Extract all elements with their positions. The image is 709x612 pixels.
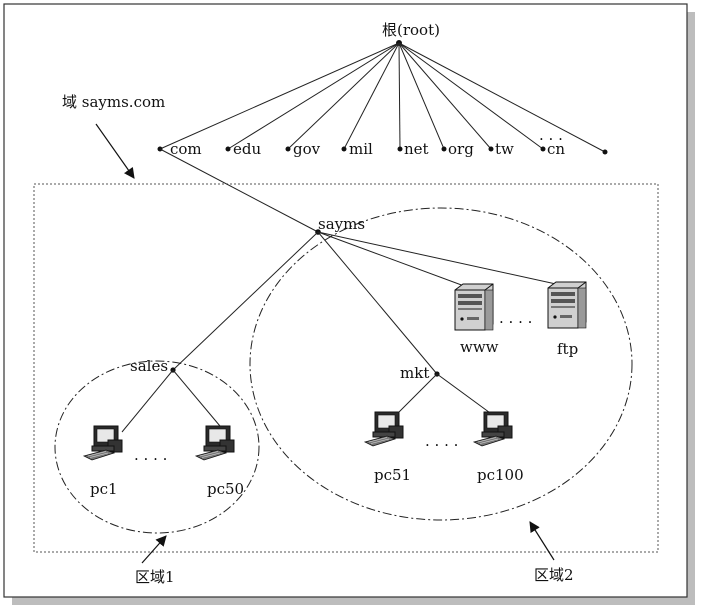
zone2-circle [249, 207, 633, 521]
mkt-pc-ellipsis: . . . . [425, 432, 458, 450]
tld-label-org: org [448, 140, 474, 158]
root-edges [159, 42, 606, 153]
mkt-pc51-edge [392, 373, 438, 419]
mkt-label: mkt [400, 364, 429, 382]
pc51-label: pc51 [374, 466, 411, 484]
sales-label: sales [130, 357, 168, 375]
ftp-server-icon [547, 281, 587, 329]
pc1-label: pc1 [90, 480, 118, 498]
tld-label-cn: cn [547, 140, 565, 158]
tld-ellipsis: . . . [539, 126, 563, 144]
pc50-label: pc50 [207, 480, 244, 498]
domain-arrow [95, 123, 135, 179]
sales-pc-ellipsis: . . . . [134, 446, 167, 464]
domain-boundary [33, 183, 659, 553]
tld-label-mil: mil [349, 140, 373, 158]
tld-label-edu: edu [233, 140, 261, 158]
www-label: www [460, 338, 499, 356]
sayms-edges [172, 231, 566, 375]
tld-label-tw: tw [495, 140, 514, 158]
sayms-label: sayms [318, 215, 365, 233]
sales-pc50-edge [172, 369, 226, 433]
zone2-arrow [529, 521, 555, 561]
com-sayms-edge [159, 148, 319, 233]
zone1-label: 区域1 [135, 568, 175, 586]
ftp-label: ftp [557, 340, 578, 358]
domain-label: 域 sayms.com [62, 93, 165, 111]
root-label: 根(root) [382, 21, 440, 39]
sales-pc1-edge [121, 369, 174, 433]
tld-label-gov: gov [293, 140, 321, 158]
zone1-circle [54, 360, 260, 534]
server-ellipsis: . . . . [499, 309, 532, 327]
zone1-arrow [141, 535, 167, 564]
mkt-pc100-edge [436, 373, 498, 419]
zone2-label: 区域2 [534, 566, 574, 584]
tld-label-net: net [404, 140, 429, 158]
www-server-icon [454, 283, 494, 331]
tld-label-com: com [170, 140, 202, 158]
pc100-label: pc100 [477, 466, 524, 484]
